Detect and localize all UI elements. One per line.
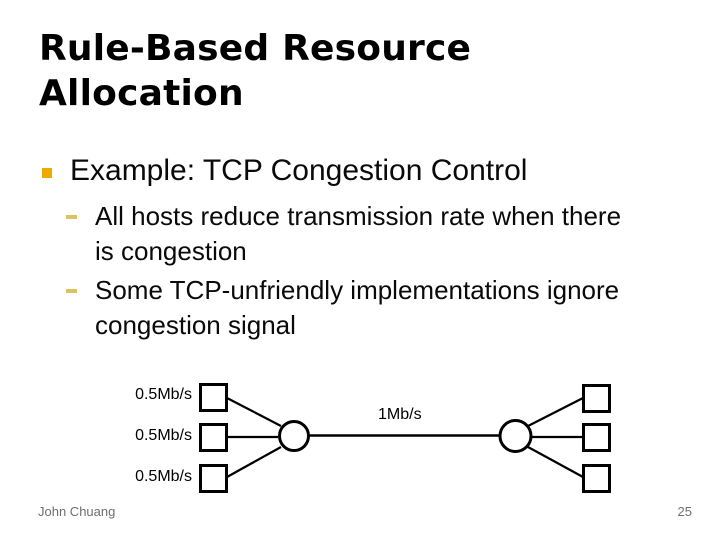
- link-line-right-1: [527, 397, 584, 427]
- link-line-right-3: [527, 446, 584, 478]
- slide-title: Rule-Based Resource Allocation: [39, 28, 472, 114]
- host-square-right-1: [582, 384, 611, 413]
- footer-author: John Chuang: [38, 504, 116, 519]
- host-square-left-1: [199, 383, 228, 412]
- sub-bullet-tcp-unfriendly: Some TCP-unfriendly implementations igno…: [95, 275, 620, 340]
- dash-bullet-icon: [66, 289, 77, 293]
- host-square-left-2: [199, 423, 228, 452]
- host-square-right-3: [582, 464, 611, 493]
- bandwidth-label: 0.5Mb/s: [135, 468, 192, 485]
- square-bullet-icon: [42, 168, 52, 178]
- router-circle-right: [498, 419, 533, 453]
- link-line-left-1: [226, 397, 282, 427]
- link-line-left-3: [226, 446, 282, 478]
- trunk-bandwidth-label: 1Mb/s: [378, 406, 422, 423]
- sub-bullet-all-hosts: All hosts reduce transmission rate when …: [95, 201, 622, 266]
- host-square-right-2: [582, 423, 611, 452]
- bandwidth-label: 0.5Mb/s: [135, 386, 192, 403]
- dash-bullet-icon: [66, 215, 77, 219]
- bandwidth-label: 0.5Mb/s: [135, 427, 192, 444]
- host-square-left-3: [199, 464, 228, 493]
- bullet-example-tcp: Example: TCP Congestion Control: [70, 154, 528, 187]
- router-circle-left: [278, 420, 310, 452]
- page-number: 25: [677, 504, 692, 519]
